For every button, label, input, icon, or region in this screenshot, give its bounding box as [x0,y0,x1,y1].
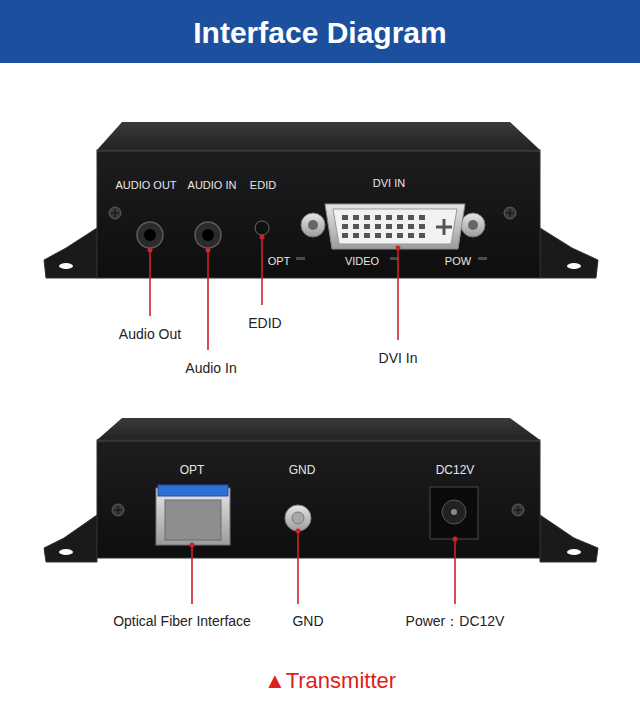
panel-label: DVI IN [373,177,405,190]
bottom-device [44,418,598,562]
panel-label: AUDIO OUT [115,179,176,192]
panel-label: VIDEO [345,255,379,268]
panel-label: OPT [268,255,291,268]
panel-label: GND [289,464,316,478]
callout-label: Audio In [185,360,236,376]
panel-label: EDID [250,179,276,192]
leader-lines [192,531,455,604]
leader-dots [148,235,401,253]
callout-label: GND [292,613,323,629]
callout-label: EDID [248,315,281,331]
panel-label: OPT [180,464,205,478]
callout-label: Audio Out [119,326,181,342]
leader-dots [190,529,458,548]
title-band [0,0,640,63]
callout-label: Optical Fiber Interface [113,613,251,629]
leader-lines [150,237,398,350]
panel-label: POW [445,255,471,268]
callout-label: DVI In [379,350,418,366]
top-device [44,122,598,278]
panel-label: AUDIO IN [188,179,237,192]
caption-text: ▲Transmitter [264,668,396,693]
callout-label: Power：DC12V [406,613,505,629]
title-text: Interface Diagram [193,16,446,51]
panel-label: DC12V [436,464,475,478]
